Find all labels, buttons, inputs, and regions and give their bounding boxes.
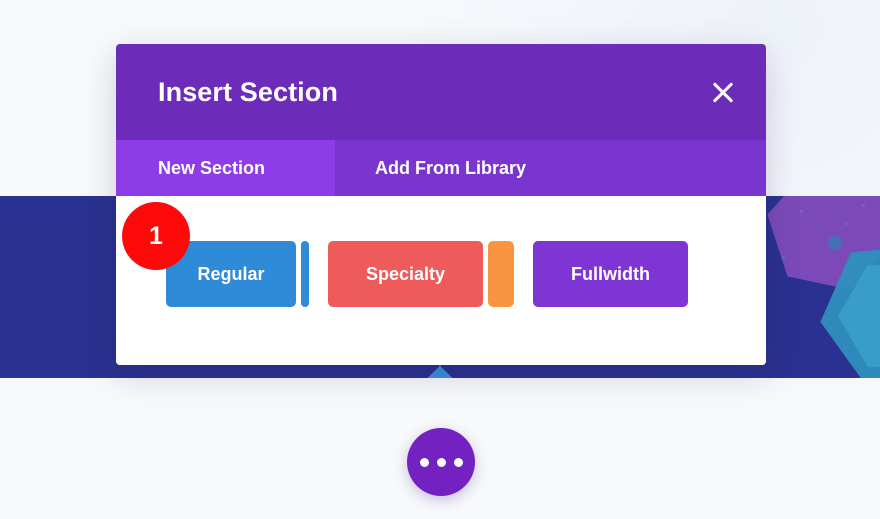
more-options-button[interactable]: [407, 428, 475, 496]
close-icon[interactable]: [706, 75, 740, 109]
tab-add-from-library[interactable]: Add From Library: [335, 140, 766, 196]
section-type-button-row: Regular Specialty Fullwidth: [166, 241, 766, 307]
fullwidth-section-button[interactable]: Fullwidth: [533, 241, 688, 307]
modal-tabs: New Section Add From Library: [116, 140, 766, 196]
insert-section-modal: Insert Section New Section Add From Libr…: [116, 44, 766, 365]
decorative-speck: [862, 204, 865, 207]
ellipsis-icon: [419, 457, 429, 467]
decorative-speck: [782, 256, 785, 259]
ellipsis-icon: [453, 457, 463, 467]
tab-new-section[interactable]: New Section: [116, 140, 335, 196]
ellipsis-icon: [436, 457, 446, 467]
section-fold-right: [439, 365, 485, 378]
regular-side-tab[interactable]: [301, 241, 309, 307]
fullwidth-button-group: Fullwidth: [533, 241, 688, 307]
decorative-dot: [828, 236, 842, 250]
specialty-side-tab[interactable]: [488, 241, 514, 307]
regular-section-button[interactable]: Regular: [166, 241, 296, 307]
section-fold-left: [395, 365, 441, 378]
specialty-button-group: Specialty: [328, 241, 514, 307]
decorative-speck: [800, 210, 803, 213]
decorative-speck: [845, 222, 848, 225]
modal-header: Insert Section: [116, 44, 766, 140]
step-badge: 1: [122, 202, 190, 270]
regular-button-group: Regular: [166, 241, 309, 307]
specialty-section-button[interactable]: Specialty: [328, 241, 483, 307]
modal-body: 1 Regular Specialty Fullwidth: [116, 196, 766, 365]
page-title: Insert Section: [158, 76, 338, 107]
